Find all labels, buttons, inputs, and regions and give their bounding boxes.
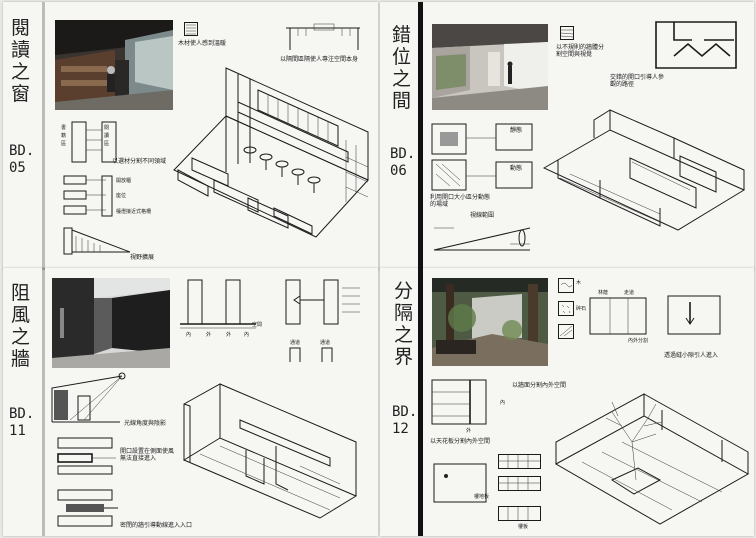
bd11-label-inner-1: 內: [186, 332, 192, 338]
bd12-label-slab: 樓板: [518, 524, 529, 530]
bd11-isometric-drawing: [182, 383, 358, 519]
bd05-note-view: 視野擴展: [130, 254, 155, 261]
bd06-static-dynamic-diagram: [431, 123, 533, 191]
bd11-label-outer-1: 外: [206, 332, 212, 338]
bd06-plan-diagram: [655, 21, 737, 69]
bd06-title: 錯 位 之 間: [392, 24, 412, 112]
bd11-label-passage-2: 通道: [320, 340, 331, 346]
bd06-static-label: 靜態: [510, 127, 523, 134]
bd11-closed-wall-diagram: [57, 489, 118, 527]
bd11-passage-icons: [289, 347, 333, 362]
bd05-note-grille: 檯燈接近式格柵: [116, 209, 152, 215]
bd11-light-diagram: [51, 372, 126, 423]
bd12-gap-diagram: [667, 295, 721, 335]
bd05-title: 閱 讀 之 窗: [11, 17, 31, 105]
bd11-note-opening: 開口設置在側面使風無法直接進入: [120, 448, 175, 462]
bd11-photo: [52, 278, 170, 368]
bd12-zoning-plan: [589, 297, 647, 335]
bd12-note-gap: 透過縫小隙引人進入: [664, 352, 719, 359]
bd12-title: 分 隔 之 界: [394, 280, 414, 368]
bd12-label-walkway: 走道: [624, 290, 635, 296]
bd12-material-icons: [558, 278, 574, 339]
binding-strip-bottom: [418, 268, 423, 536]
bd11-label-passage-1: 通道: [290, 340, 301, 346]
bd05-side-left: 書 籍 區: [61, 125, 67, 147]
bd12-note-wall: 以牆面分割內外空間: [512, 382, 567, 389]
bd12-floor-diagram: [433, 463, 487, 503]
bd12-label-floor: 樓地板: [474, 494, 490, 500]
bd12-label-shade: 林蔭: [598, 290, 609, 296]
bd05-note-seat: 座位: [116, 193, 127, 199]
bd11-note-closed: 密閉的牆引導動線進入入口: [120, 522, 193, 529]
bd06-photo: [432, 24, 548, 110]
bd12-isometric-drawing: [554, 393, 750, 525]
bd12-wall-divide-diagram: [431, 379, 487, 425]
bd11-wind-diagram: [285, 279, 360, 325]
bd06-note-opening: 利用開口大小區分動態的場域: [430, 194, 491, 208]
bd05-side-right: 閱 讀 區: [104, 125, 110, 147]
bd05-zone-diagram: [71, 121, 117, 163]
bd05-photo: [55, 20, 173, 110]
bd06-code: BD. 06: [390, 146, 416, 179]
bd06-note-path: 交錯的開口引導人參觀的路徑: [610, 74, 665, 88]
bd12-grid-panels: [498, 454, 541, 521]
binding-strip-top: [418, 2, 423, 270]
bd11-inout-diagram-left: [180, 279, 256, 329]
bd06-isometric-drawing: [542, 109, 746, 231]
bd06-note-sightline: 視線範圍: [470, 212, 495, 219]
bd11-opening-diagram: [57, 437, 116, 475]
bd12-label-inside: 內: [500, 400, 506, 406]
bd12-label-outside: 外: [466, 428, 472, 434]
bd12-label-wood: 木: [576, 280, 582, 286]
binding-strip-left-top: [42, 2, 45, 270]
bd12-note-ceiling: 以天花板分割內外空間: [430, 438, 491, 445]
bd06-dynamic-label: 動態: [510, 165, 523, 172]
bd05-code: BD. 05: [9, 143, 35, 176]
bd06-sightline-diagram: [433, 227, 531, 251]
bd05-view-diagram: [63, 227, 131, 255]
bd05-furniture-diagram: [63, 175, 113, 217]
bd12-label-inout: 內外分割: [628, 338, 649, 344]
bd11-note-light: 光線角度與陰影: [124, 420, 167, 427]
bd12-code: BD. 12: [392, 404, 418, 437]
binding-strip-left-bottom: [42, 268, 45, 536]
bd11-title: 阻 風 之 牆: [11, 282, 31, 370]
bd05-note-partition: 以隔間區隔使人專注空間本身: [280, 56, 359, 63]
bd05-wood-swatch: [184, 22, 198, 36]
bd06-note-irregular: 以不規則的牆體分割空間與視覺: [556, 44, 605, 58]
bd05-note-cabinet: 開放櫃: [116, 178, 132, 184]
bd05-partition-diagram: [286, 23, 360, 50]
bd05-note-wood: 木材使人感到溫暖: [178, 40, 227, 47]
bd06-irregular-wall-icon: [560, 26, 574, 40]
bd11-label-space: 空間: [252, 322, 263, 328]
bd12-photo: [432, 278, 548, 366]
bd11-code: BD. 11: [9, 406, 35, 439]
bd11-label-inner-2: 內: [244, 332, 250, 338]
bd11-label-outer-2: 外: [226, 332, 232, 338]
bd05-isometric-drawing: [173, 67, 369, 238]
bd12-label-gravel: 碎石: [576, 306, 587, 312]
bd05-note-material: 以選材分割不同領域: [112, 158, 167, 165]
